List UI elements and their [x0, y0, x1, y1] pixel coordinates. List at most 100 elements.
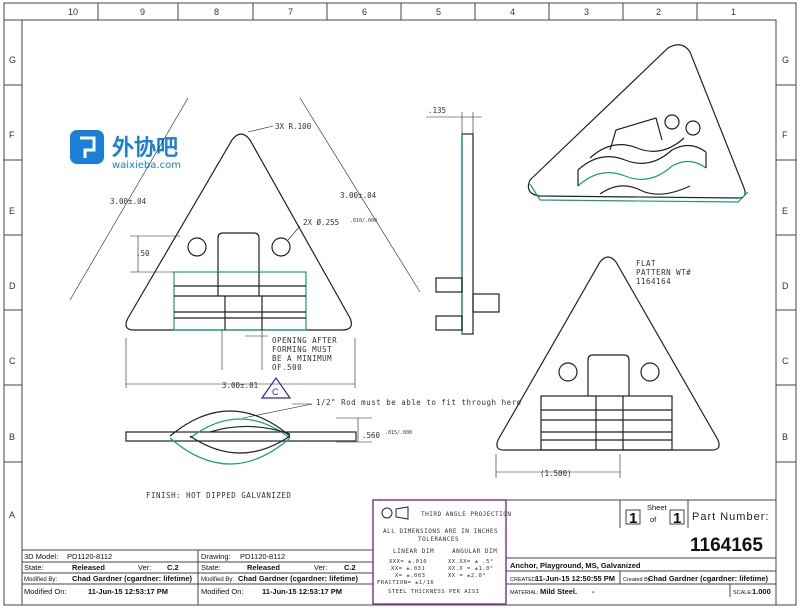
angular-tol-2: XX.X = ±1.0°	[448, 566, 494, 572]
opening-note-3: BE A MINIMUM	[272, 354, 332, 363]
state-label: State:	[24, 563, 44, 572]
bottom-base	[125, 431, 357, 442]
ver-label: Ver:	[138, 563, 151, 572]
state-value: Released	[247, 563, 280, 572]
dim-holes-tol: .010/.000	[350, 218, 377, 224]
col-label: 2	[656, 7, 661, 17]
hole-right	[271, 237, 291, 257]
created-by-label: Created By:	[623, 577, 653, 583]
sheet-number: 1	[629, 510, 637, 527]
part-number: 1164165	[690, 535, 763, 556]
dim-bottom-tol: .015/.000	[385, 430, 412, 436]
row-label: C	[782, 356, 789, 366]
scale-value: 1.000	[752, 587, 771, 596]
col-label: 5	[436, 7, 441, 17]
angular-header: ANGULAR DIM	[452, 548, 497, 555]
col-label: 4	[510, 7, 515, 17]
watermark-text: 外协吧	[112, 135, 178, 161]
side-bend-lower	[435, 315, 463, 331]
row-label: E	[782, 206, 788, 216]
ver-value: C.2	[344, 563, 356, 572]
dim-height: .50	[136, 249, 150, 258]
bottom-arc-lower	[189, 435, 291, 454]
state-label: State:	[201, 563, 221, 572]
created-label: CREATED:	[510, 577, 538, 583]
material-dash: -	[592, 587, 595, 596]
material-label: MATERIAL:	[510, 590, 539, 596]
dim-base: 3.00±.01	[222, 381, 258, 390]
row-label: G	[782, 55, 789, 65]
row-label: B	[9, 432, 15, 442]
opening-note-2: FORMING MUST	[272, 345, 332, 354]
dim-radius: 3X R.100	[275, 122, 312, 131]
row-label: F	[9, 130, 15, 140]
bottom-view	[125, 403, 372, 465]
modified-by-value: Chad Gardner (cgardner: lifetime)	[238, 574, 359, 583]
col-label: 7	[288, 7, 293, 17]
bend-region	[173, 271, 307, 331]
bottom-arc-upper	[169, 410, 291, 437]
col-label: 1	[731, 7, 736, 17]
col-label: 9	[140, 7, 145, 17]
row-label: D	[782, 281, 789, 291]
title-block: 3D Model: PD1120-8112 Drawing: PD1120-81…	[22, 499, 776, 605]
front-outline	[125, 133, 352, 331]
dim-left-edge: 3.00±.04	[110, 197, 147, 206]
material-value: Mild Steel.	[540, 587, 577, 596]
modified-on-value: 11-Jun-15 12:53:17 PM	[88, 587, 168, 596]
row-labels: G F E D C B A G F E D C B	[4, 55, 796, 520]
row-label: G	[9, 55, 16, 65]
model-label: 3D Model:	[24, 552, 58, 561]
sheet-of-label: of	[650, 515, 657, 524]
opening-note-4: OF.500	[272, 363, 302, 372]
dim-line-left	[69, 97, 189, 301]
finish-note: FINISH: HOT DIPPED GALVANIZED	[146, 491, 291, 500]
linear-tol-3: X= ±.063	[395, 573, 426, 579]
row-label: A	[9, 510, 15, 520]
callout-letter: C	[272, 387, 279, 397]
linear-tol-2: XX= ±.031	[391, 566, 425, 572]
flat-note-1: FLAT	[636, 259, 656, 268]
drawing-label: Drawing:	[201, 552, 231, 561]
dim-bottom-height: .560	[362, 431, 381, 440]
iso-outline	[527, 44, 746, 199]
opening-note-1: OPENING AFTER	[272, 336, 337, 345]
modified-on-label: Modified On:	[24, 587, 67, 596]
steel-note: STEEL THICKNESS PER AISI	[388, 589, 479, 595]
dim-holes: 2X Ø.255	[303, 218, 339, 227]
part-number-label: Part Number:	[692, 511, 769, 523]
hole-left	[187, 237, 207, 257]
flat-note-2: PATTERN WT#	[636, 268, 691, 277]
watermark-url: waixieba.com	[112, 160, 181, 171]
col-label: 6	[362, 7, 367, 17]
created-value: 11-Jun-15 12:50:55 PM	[535, 574, 615, 583]
dim-right-edge: 3.00±.04	[340, 191, 377, 200]
flat-pattern-view	[495, 256, 720, 478]
modified-on-label: Modified On:	[201, 587, 244, 596]
iso-view	[527, 44, 749, 203]
angular-tol-1: XX.XX= ± .5°	[448, 559, 494, 565]
drawing-number: PD1120-8112	[240, 552, 285, 561]
dim-thickness: .135	[428, 106, 446, 115]
fraction-tol: FRACTION= ±1/16	[377, 580, 434, 586]
projection-icon	[381, 507, 393, 519]
units-line-1: ALL DIMENSIONS ARE IN INCHES	[383, 528, 498, 535]
ver-label: Ver:	[314, 563, 327, 572]
front-view	[69, 97, 421, 388]
side-view	[426, 112, 500, 335]
row-label: D	[9, 281, 16, 291]
part-description: Anchor, Playground, MS, Galvanized	[510, 561, 641, 570]
created-by-value: Chad Gardner (cgardner: lifetime)	[648, 574, 769, 583]
front-tab	[217, 232, 260, 272]
linear-header: LINEAR DIM	[393, 548, 434, 555]
sheet-label: Sheet	[647, 503, 668, 512]
modified-by-label: Modified By:	[201, 577, 234, 583]
modified-by-value: Chad Gardner (cgardner: lifetime)	[72, 574, 193, 583]
flat-note-3: 1164164	[636, 277, 671, 286]
projection-label: THIRD ANGLE PROJECTION	[421, 511, 511, 518]
side-tab	[472, 293, 500, 313]
rod-note: 1/2" Rod must be able to fit through her…	[316, 398, 522, 407]
revision-callout: C	[260, 376, 292, 399]
dim-flat-width: (1.500)	[540, 469, 572, 478]
